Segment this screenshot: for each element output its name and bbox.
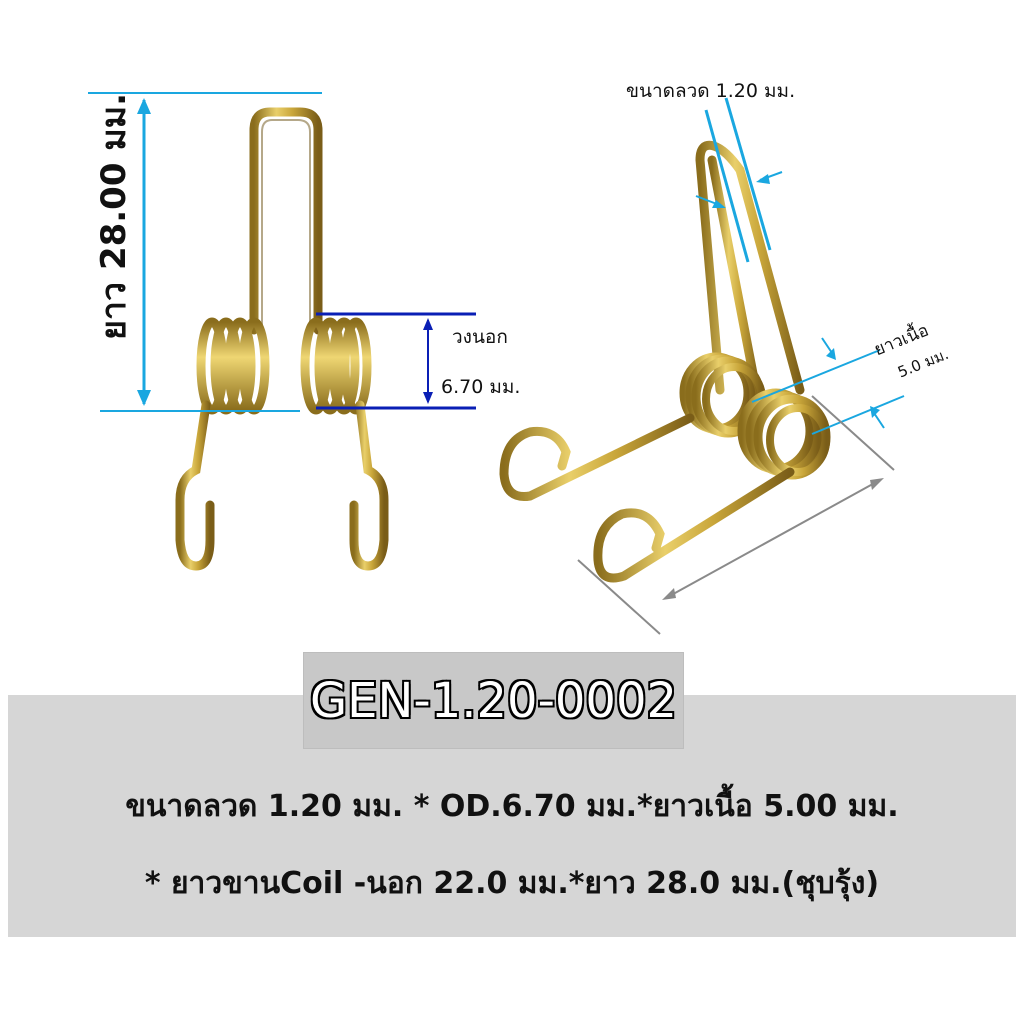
wire-size-label: ขนาดลวด 1.20 มม.	[626, 80, 796, 102]
spring-front-view	[175, 107, 389, 571]
product-code: GEN-1.20-0002	[308, 671, 678, 730]
length-label: ยาว 28.00 มม.	[94, 92, 134, 340]
outer-diameter-value: 6.70 มม.	[441, 376, 521, 398]
wire-size-dimension	[695, 97, 783, 263]
spec-line-1: ขนาดลวด 1.20 มม. * OD.6.70 มม.*ยาวเนื้อ …	[125, 789, 899, 824]
body-length-dimension	[751, 337, 905, 435]
spring-angled-view	[499, 140, 831, 583]
leg-length-dimension	[577, 395, 895, 635]
product-code-box: GEN-1.20-0002	[303, 652, 684, 749]
length-dimension	[88, 92, 322, 412]
outer-diameter-title: วงนอก	[452, 326, 508, 348]
outer-diameter-dimension	[316, 312, 476, 410]
spec-line-2: * ยาวขานCoil -นอก 22.0 มม.*ยาว 28.0 มม.(…	[144, 866, 880, 901]
